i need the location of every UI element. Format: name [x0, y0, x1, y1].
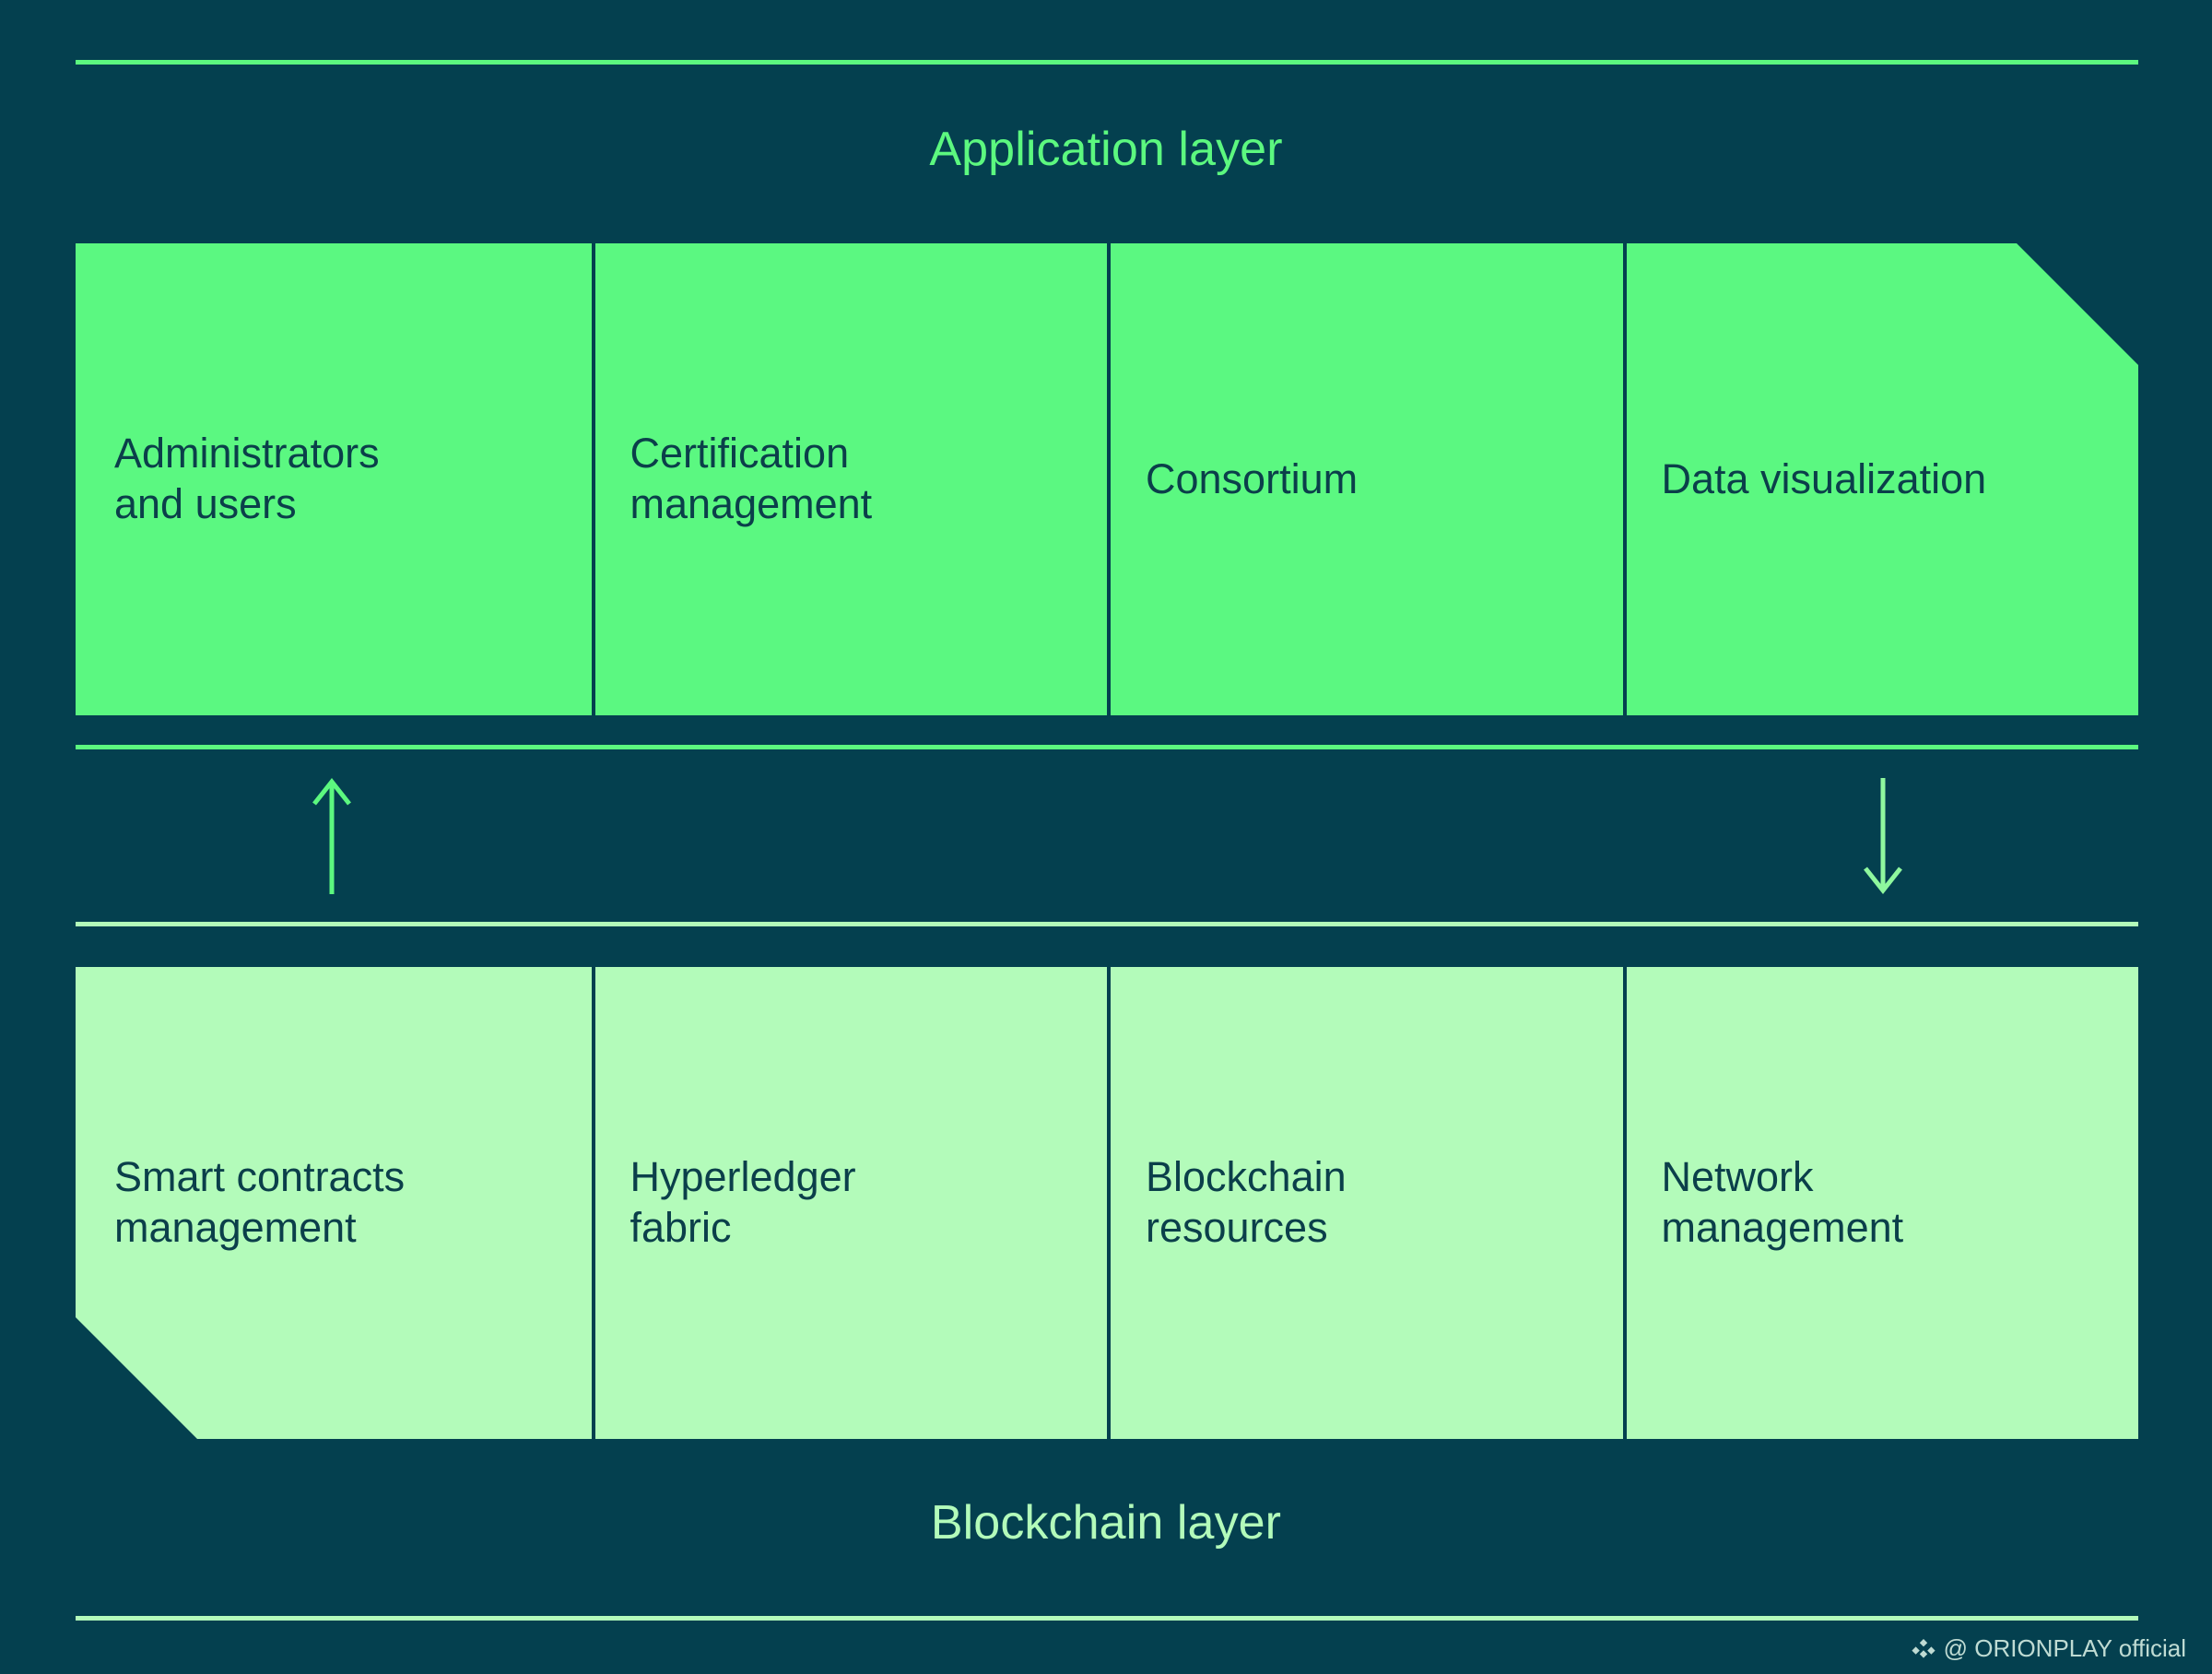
top-divider-rule	[76, 60, 2138, 65]
application-cell-consortium[interactable]: Consortium	[1107, 243, 1623, 715]
watermark: @ ORIONPLAY official	[1912, 1634, 2186, 1663]
cell-label: Network management	[1661, 1153, 1904, 1251]
blockchain-cell-network-management[interactable]: Network management	[1623, 967, 2139, 1439]
application-layer-caption: Application layer	[929, 123, 1283, 176]
cell-label: Hyperledger fabric	[629, 1153, 856, 1251]
blockchain-layer-caption: Blockchain layer	[930, 1496, 1282, 1550]
application-cell-certification-management[interactable]: Certification management	[592, 243, 1108, 715]
blockchain-cell-blockchain-resources[interactable]: Blockchain resources	[1107, 967, 1623, 1439]
application-cell-data-visualization[interactable]: Data visualization	[1623, 243, 2139, 715]
cell-label: Blockchain resources	[1146, 1153, 1347, 1251]
upward-arrow-icon	[304, 776, 359, 896]
application-cell-administrators-and-users[interactable]: Administrators and users	[76, 243, 592, 715]
watermark-handle: @ ORIONPLAY official	[1943, 1634, 2186, 1662]
upper-middle-divider-rule	[76, 745, 2138, 749]
blockchain-cell-hyperledger-fabric[interactable]: Hyperledger fabric	[592, 967, 1108, 1439]
lower-middle-divider-rule	[76, 922, 2138, 926]
diamond-cluster-icon	[1912, 1637, 1936, 1661]
cell-label: Consortium	[1146, 454, 1359, 502]
downward-arrow-icon	[1855, 776, 1911, 896]
cell-label: Certification management	[629, 430, 873, 527]
cell-label: Smart contracts management	[114, 1153, 406, 1251]
blockchain-layer-row: Smart contracts management Hyperledger f…	[76, 967, 2138, 1439]
cell-label: Administrators and users	[114, 430, 380, 527]
cell-label: Data visualization	[1661, 454, 1987, 502]
bottom-divider-rule	[76, 1616, 2138, 1621]
blockchain-cell-smart-contracts-management[interactable]: Smart contracts management	[76, 967, 592, 1439]
application-layer-row: Administrators and users Certification m…	[76, 243, 2138, 715]
